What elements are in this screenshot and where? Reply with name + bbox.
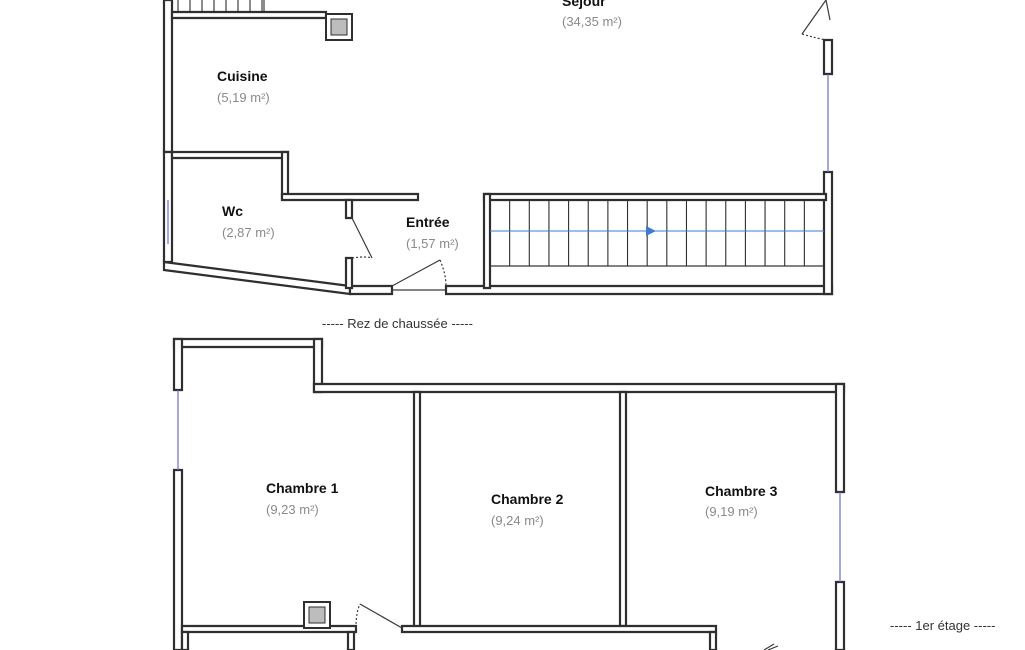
- level-label-ground: ----- Rez de chaussée -----: [322, 316, 473, 331]
- entry-door-swing: [439, 259, 447, 287]
- room-area-cuisine: (5,19 m²): [217, 90, 270, 105]
- first-wall-corridor-post1: [180, 630, 190, 650]
- chambre1-door-leaf: [359, 603, 403, 629]
- room-label-chambre2: Chambre 2: [491, 491, 564, 507]
- ground-floor: Séjour (34,35 m²) Cuisine (5,19 m²) Wc (…: [162, 0, 834, 331]
- ground-duct-inner: [330, 18, 348, 36]
- sejour-door-swing: [801, 33, 827, 41]
- first-outer-wall-right-bot: [834, 580, 846, 650]
- first-wall-ch1-ch2: [412, 390, 422, 632]
- level-label-first: ----- 1er étage -----: [890, 618, 995, 633]
- first-outer-wall-right-top: [834, 382, 846, 494]
- room-area-chambre3: (9,19 m²): [705, 504, 758, 519]
- top-stair-treads: [177, 0, 265, 12]
- ground-stair-wall-left: [482, 192, 492, 290]
- ground-wall-wc-step: [280, 150, 290, 200]
- room-label-entree: Entrée: [406, 214, 450, 230]
- room-area-chambre2: (9,24 m²): [491, 513, 544, 528]
- ground-wall-wc-top: [170, 150, 290, 160]
- ground-outer-wall-bottom-entry: [348, 284, 394, 296]
- ground-wall-top-kitchen: [170, 10, 328, 20]
- room-area-wc: (2,87 m²): [222, 225, 275, 240]
- ground-outer-wall-right-lower: [822, 170, 834, 296]
- first-wall-corridor-post2: [346, 630, 356, 650]
- first-wall-ch2-ch3: [618, 390, 628, 628]
- first-wall-corridor-post3: [708, 630, 718, 650]
- wc-door-leaf: [351, 217, 373, 259]
- entry-door-leaf: [391, 259, 441, 287]
- first-outer-wall-left-bot: [172, 468, 184, 650]
- first-duct-inner: [308, 606, 326, 624]
- room-label-chambre1: Chambre 1: [266, 480, 339, 496]
- ground-wall-wc-top2: [280, 192, 420, 202]
- stair-direction-arrow: [646, 226, 656, 236]
- ground-stair-wall-top: [482, 192, 828, 202]
- first-wall-corridor-right: [400, 624, 718, 634]
- ground-outer-wall-right-mid: [822, 38, 834, 76]
- chambre3-door-leaf2: [767, 645, 779, 650]
- sejour-door-frame: [825, 0, 831, 21]
- sejour-door-leaf: [801, 0, 827, 35]
- ground-outer-wall-bottom-wc: [162, 260, 352, 296]
- room-label-chambre3: Chambre 3: [705, 483, 778, 499]
- first-floor: Chambre 1 (9,23 m²) Chambre 2 (9,24 m²) …: [172, 337, 995, 650]
- first-outer-wall-left-top: [172, 337, 184, 392]
- room-label-wc: Wc: [222, 203, 243, 219]
- ground-stair-treads: [509, 200, 805, 266]
- room-label-cuisine: Cuisine: [217, 68, 268, 84]
- chambre1-door-swing: [355, 603, 361, 629]
- first-outer-wall-top-right: [312, 382, 846, 394]
- ground-wall-wc-right: [344, 198, 354, 220]
- ground-outer-wall-left: [162, 0, 174, 154]
- room-area-sejour: (34,35 m²): [562, 14, 622, 29]
- ground-wall-wc-right-low: [344, 256, 354, 290]
- room-area-entree: (1,57 m²): [406, 236, 459, 251]
- room-label-sejour: Séjour: [562, 0, 606, 9]
- ground-stair-box: [489, 199, 825, 267]
- first-outer-wall-top-left: [172, 337, 324, 349]
- chambre3-door-leaf: [763, 643, 775, 650]
- ground-outer-wall-bottom-right: [444, 284, 834, 296]
- wc-door-swing: [351, 256, 373, 259]
- room-area-chambre1: (9,23 m²): [266, 502, 319, 517]
